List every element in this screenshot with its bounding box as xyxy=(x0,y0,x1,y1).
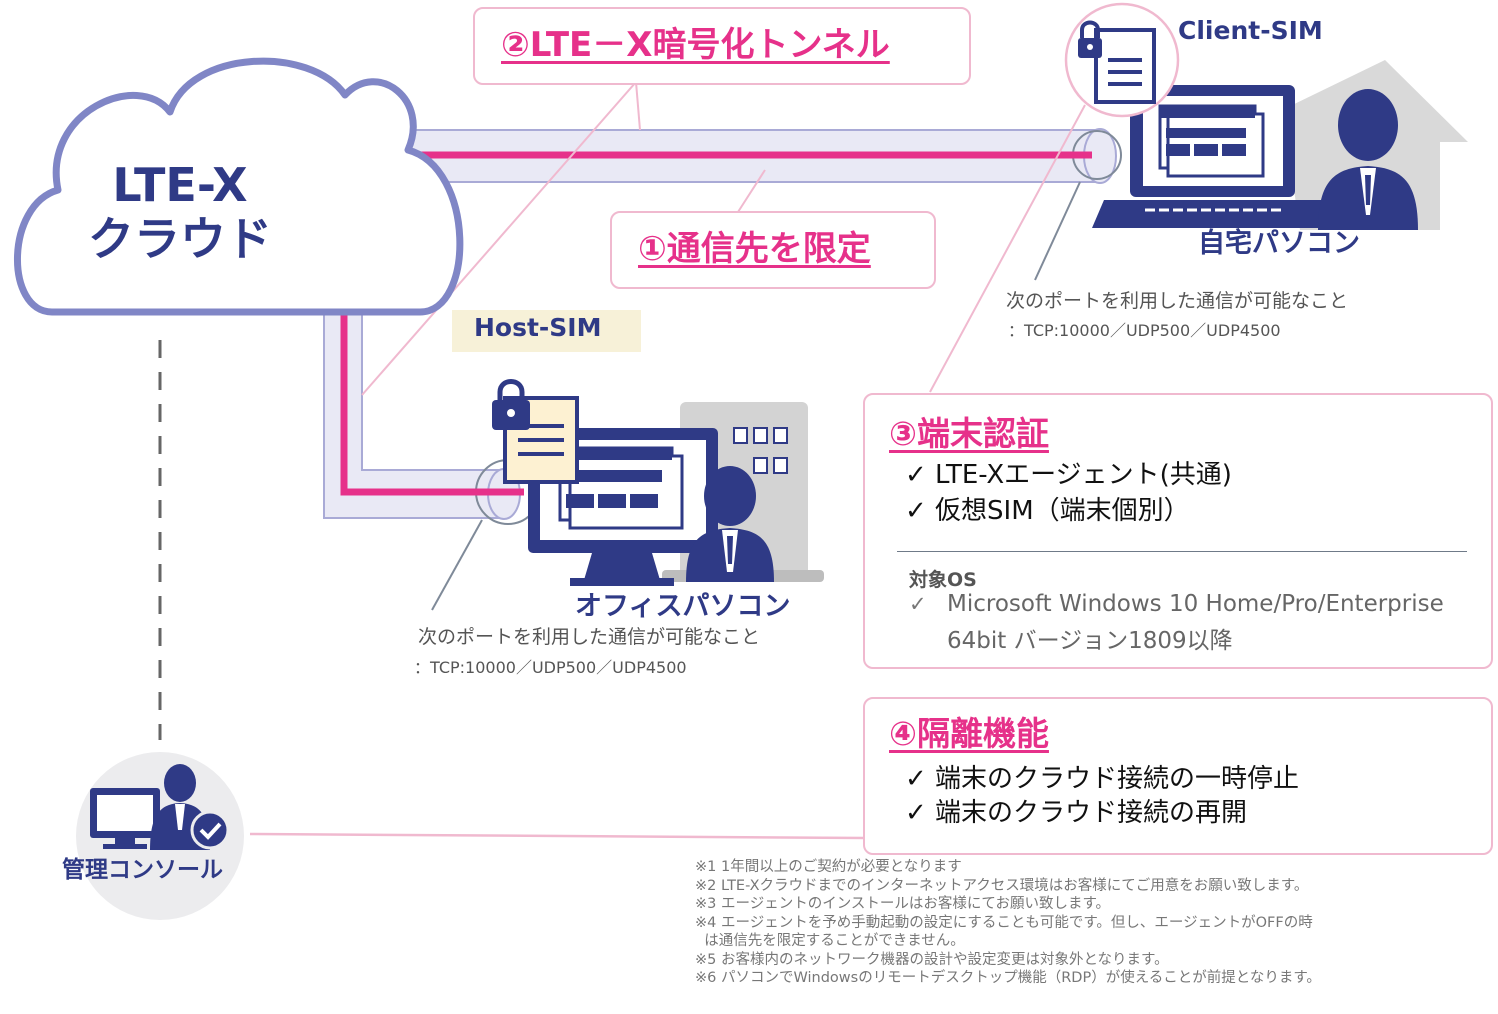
isolation-title: ④隔離機能 xyxy=(889,714,1049,753)
host-port-note-line1: 次のポートを利用した通信が可能なこと xyxy=(418,626,761,648)
console-icon xyxy=(90,764,230,850)
host-sim-label: Host-SIM xyxy=(474,313,602,342)
tunnel-callout-line-2 xyxy=(635,81,641,131)
isolation-box: ④隔離機能 ✓ 端末のクラウド接続の一時停止 ✓ 端末のクラウド接続の再開 xyxy=(863,697,1493,855)
auth-title: ③端末認証 xyxy=(889,414,1049,453)
footnote-6: ※6 パソコンでWindowsのリモートデスクトップ機能（RDP）が使えることが… xyxy=(695,970,1321,986)
restrict-callout-box: ①通信先を限定 xyxy=(610,211,936,289)
os-line-1: Microsoft Windows 10 Home/Pro/Enterprise xyxy=(947,591,1444,617)
footnote-3: ※3 エージェントのインストールはお客様にてお願い致します。 xyxy=(695,896,1111,912)
isolation-item-1: ✓ 端末のクラウド接続の一時停止 xyxy=(905,764,1300,794)
host-document-lock-icon xyxy=(492,379,579,484)
footnotes: ※1 1年間以上のご契約が必要となります ※2 LTE-Xクラウドまでのインター… xyxy=(695,858,1321,988)
office-person-icon xyxy=(686,466,774,582)
tunnel-callout-title: ②LTE－X暗号化トンネル xyxy=(501,25,890,65)
footnote-2: ※2 LTE-Xクラウドまでのインターネットアクセス環境はお客様にてご用意をお願… xyxy=(695,877,1309,894)
laptop-icon xyxy=(1092,85,1335,228)
console-link-line xyxy=(249,832,867,840)
tunnel-callout-box: ②LTE－X暗号化トンネル xyxy=(473,7,971,85)
tunnel-callout-line-1 xyxy=(361,81,637,396)
host-port-note-line2: ：TCP:10000／UDP500／UDP4500 xyxy=(414,658,687,677)
auth-divider xyxy=(897,551,1467,552)
host-pc-label: オフィスパソコン xyxy=(575,591,791,622)
restricted-route xyxy=(340,151,1092,496)
host-note-leader xyxy=(431,519,483,611)
client-document-lock-icon xyxy=(1078,20,1156,104)
isolation-item-2: ✓ 端末のクラウド接続の再開 xyxy=(905,798,1248,828)
cloud-shape xyxy=(14,57,464,316)
restrict-callout-title: ①通信先を限定 xyxy=(638,229,871,269)
auth-callout-line xyxy=(929,104,1086,393)
footnote-1: ※1 1年間以上のご契約が必要となります xyxy=(695,859,962,875)
os-check: ✓ xyxy=(909,592,927,616)
client-person-icon xyxy=(1318,89,1418,230)
client-port-note-line1: 次のポートを利用した通信が可能なこと xyxy=(1006,290,1349,312)
client-pc-label: 自宅パソコン xyxy=(1198,228,1360,259)
cloud-label-line1: LTE-X xyxy=(112,158,248,212)
restrict-callout-line xyxy=(737,169,766,213)
auth-item-2: ✓ 仮想SIM（端末個別） xyxy=(905,496,1190,526)
client-note-leader xyxy=(1034,181,1081,281)
client-port-note-line2: ：TCP:10000／UDP500／UDP4500 xyxy=(1008,321,1281,340)
cloud-label: LTE-X クラウド xyxy=(75,158,285,266)
client-sim-label: Client-SIM xyxy=(1178,16,1323,45)
footnote-5: ※5 お客様内のネットワーク機器の設計や設定変更は対象外となります。 xyxy=(695,951,1169,968)
host-sim-highlight xyxy=(452,310,641,352)
os-line-2: 64bit バージョン1809以降 xyxy=(947,628,1233,654)
console-label: 管理コンソール xyxy=(62,857,223,883)
footnote-4: ※4 エージェントを予め手動起動の設定にすることも可能です。但し、エージェントが… xyxy=(695,914,1313,931)
auth-box: ③端末認証 ✓ LTE-Xエージェント(共通) ✓ 仮想SIM（端末個別） 対象… xyxy=(863,393,1493,669)
footnote-4-cont: は通信先を限定することができません。 xyxy=(695,933,965,949)
os-title: 対象OS xyxy=(909,569,977,591)
cloud-label-line2: クラウド xyxy=(88,212,272,266)
auth-item-1: ✓ LTE-Xエージェント(共通) xyxy=(905,460,1232,490)
